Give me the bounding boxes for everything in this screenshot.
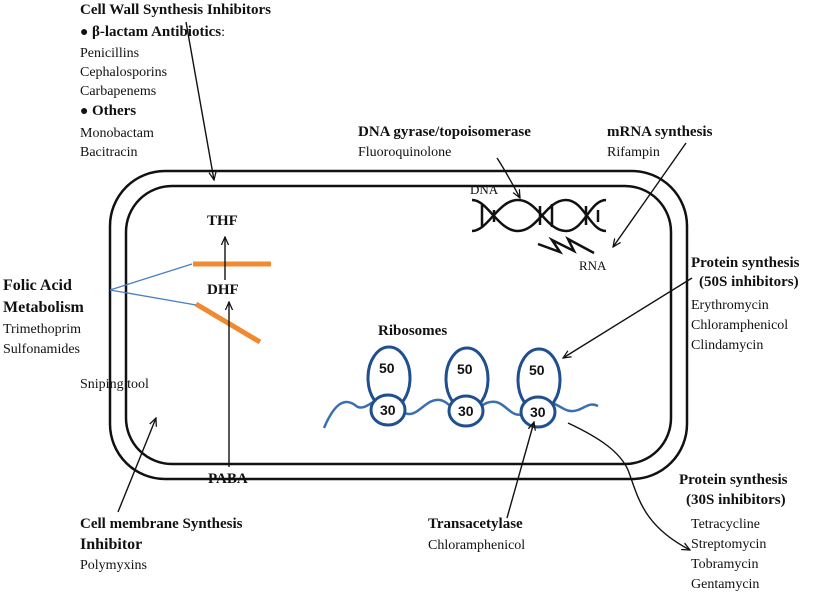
small-subunit-label: 30 bbox=[458, 403, 474, 419]
drug-name: Carbapenems bbox=[80, 84, 157, 99]
folic-title-line2: Metabolism bbox=[3, 299, 84, 316]
mrna-synthesis-arrow bbox=[613, 142, 687, 247]
others-heading: Others bbox=[91, 103, 137, 119]
drug-name: Cephalosporins bbox=[80, 65, 168, 80]
thf-label: THF bbox=[207, 213, 238, 229]
folic-pointer-lower bbox=[109, 289, 197, 306]
drug-name: Fluoroquinolone bbox=[358, 145, 452, 160]
drug-name: Chloramphenicol bbox=[428, 538, 526, 553]
membrane-arrow bbox=[117, 418, 156, 513]
beta-lactam-colon: : bbox=[221, 25, 225, 40]
ribosome bbox=[444, 346, 490, 428]
small-subunit bbox=[519, 395, 557, 429]
folic-title-line1: Folic Acid bbox=[3, 277, 72, 294]
dna-helix-icon bbox=[471, 198, 607, 233]
paba-label: PABA bbox=[208, 471, 248, 487]
protein-30s-title-line2: (30S inhibitors) bbox=[686, 492, 786, 508]
drug-name: Chloramphenicol bbox=[691, 318, 789, 333]
drug-name: Tetracycline bbox=[691, 517, 760, 532]
cell-inner-membrane bbox=[124, 184, 673, 466]
transacetylase-arrow bbox=[506, 422, 534, 519]
protein-50s-title-line2: (50S inhibitors) bbox=[699, 274, 799, 290]
rna-strand-icon bbox=[537, 236, 595, 255]
drug-name: Bacitracin bbox=[80, 145, 138, 160]
small-subunit-label: 30 bbox=[530, 404, 546, 420]
drug-name: Sulfonamides bbox=[3, 342, 80, 357]
drug-name: Trimethoprim bbox=[3, 322, 82, 337]
ribosome bbox=[366, 345, 412, 427]
beta-lactam-heading-row: ● β-lactam Antibiotics: bbox=[80, 23, 225, 42]
protein-30s-title-line1: Protein synthesis bbox=[679, 472, 788, 488]
folic-pointer-upper bbox=[109, 263, 193, 291]
protein-50s-title-line1: Protein synthesis bbox=[691, 255, 800, 271]
drug-name: Polymyxins bbox=[80, 558, 147, 573]
drug-name: Streptomycin bbox=[691, 537, 767, 552]
drug-name: Penicillins bbox=[80, 46, 140, 61]
dna-label: DNA bbox=[470, 182, 499, 197]
bullet-icon: ● bbox=[80, 104, 92, 119]
cell-wall-arrow bbox=[185, 21, 214, 180]
drug-name: Tobramycin bbox=[691, 557, 759, 572]
ribosome bbox=[516, 347, 562, 429]
cell-outer-wall bbox=[108, 169, 689, 481]
drug-name: Erythromycin bbox=[691, 298, 769, 313]
dna-gyrase-arrow bbox=[496, 157, 520, 198]
dhf-enzyme-bar bbox=[194, 301, 262, 345]
membrane-title-line1: Cell membrane Synthesis bbox=[80, 516, 243, 532]
large-subunit-label: 50 bbox=[457, 361, 473, 377]
small-subunit bbox=[447, 394, 485, 428]
drug-name: Monobactam bbox=[80, 126, 154, 141]
dhf-label: DHF bbox=[207, 282, 239, 298]
beta-lactam-heading: β-lactam Antibiotics bbox=[91, 24, 222, 40]
drug-name: Clindamycin bbox=[691, 338, 764, 353]
membrane-title-line2: Inhibitor bbox=[80, 536, 143, 553]
rna-label: RNA bbox=[579, 258, 607, 273]
protein-50s-arrow bbox=[563, 277, 693, 358]
large-subunit-label: 50 bbox=[379, 360, 395, 376]
drug-name: Gentamycin bbox=[691, 577, 760, 592]
bullet-icon: ● bbox=[80, 25, 92, 40]
small-subunit-label: 30 bbox=[380, 402, 396, 418]
transacetylase-title: Transacetylase bbox=[428, 516, 523, 532]
cell-wall-title: Cell Wall Synthesis Inhibitors bbox=[80, 2, 272, 18]
drug-name: Rifampin bbox=[607, 145, 660, 160]
ribosomes-title: Ribosomes bbox=[378, 323, 448, 339]
small-subunit bbox=[369, 393, 407, 427]
dna-gyrase-title: DNA gyrase/topoisomerase bbox=[358, 124, 531, 140]
large-subunit-label: 50 bbox=[529, 362, 545, 378]
others-heading-row: ● Others bbox=[80, 102, 136, 121]
mrna-synthesis-title: mRNA synthesis bbox=[607, 124, 713, 140]
protein-30s-arrow bbox=[567, 422, 690, 550]
sniping-tool-label: Sniping tool bbox=[80, 377, 149, 392]
